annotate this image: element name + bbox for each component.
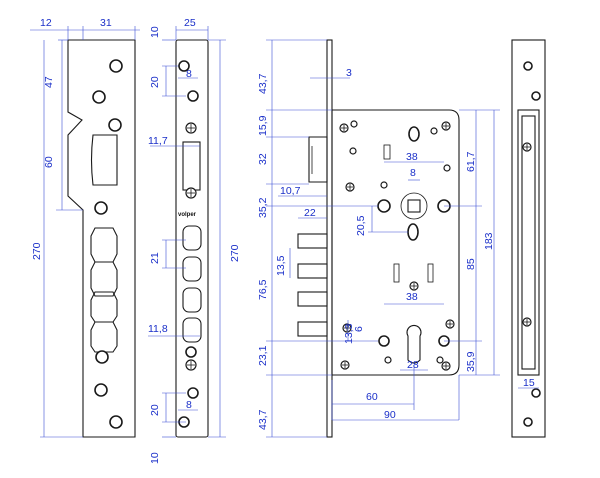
dead-bolt (297, 321, 328, 337)
face-screw-hole (187, 387, 199, 399)
hub-hole (377, 199, 391, 213)
cylinder-cutout (406, 324, 422, 364)
body-dim-cyl-gap: 6 (353, 326, 365, 332)
strike-screw-hole (95, 350, 109, 364)
dead-bolt (297, 263, 328, 279)
body-dim-backset: 60 (366, 391, 378, 403)
strike-screw-hole (108, 118, 122, 132)
body-dim-latch-h: 32 (257, 153, 269, 165)
side-plate: 15 (511, 39, 546, 438)
face-dim-total-height: 270 (229, 244, 241, 262)
body-dim-right-mid: 85 (465, 258, 477, 270)
body-dim-handle-y: 35,2 (257, 197, 269, 218)
strike-screw-hole (109, 415, 123, 429)
face-dim-top-margin: 10 (149, 26, 161, 38)
body-dim-latch-offset: 10,7 (280, 185, 301, 197)
follower-square (407, 199, 421, 213)
body-dim-latch-top: 15,9 (257, 115, 269, 136)
body-dim-handle-sq: 8 (410, 167, 416, 179)
body-dim-cyl-x: 13,3 (343, 323, 355, 344)
strike-bolt-opening (90, 321, 118, 353)
body-dim-cyl-pitch: 38 (406, 291, 418, 303)
face-dim-width: 25 (184, 17, 196, 29)
face-screw-hole (187, 90, 199, 102)
face-screw-hole (185, 346, 197, 358)
body-dim-bolt-w: 22 (304, 207, 316, 219)
face-bolt-opening (182, 287, 202, 313)
strike-bolt-opening (90, 227, 118, 263)
face-screw-hole (178, 60, 190, 72)
strike-dim-total-height: 270 (31, 242, 43, 260)
body-dim-bolt-span: 76,5 (257, 279, 269, 300)
dead-bolt (297, 291, 328, 307)
latch-bolt (308, 136, 328, 183)
side-dim-width: 15 (523, 377, 535, 389)
strike-screw-hole (94, 383, 108, 397)
body-dim-cyl-w: 28 (407, 359, 419, 371)
face-latch-slot (182, 141, 201, 191)
body-dim-right-bottom: 35,9 (465, 351, 477, 372)
strike-screw-hole (94, 201, 108, 215)
body-dim-bolt-group: 13,5 (275, 255, 287, 276)
strike-screw-hole (109, 59, 123, 73)
face-dim-latch-w: 11,7 (148, 135, 168, 147)
face-dim-bolt-pitch: 21 (149, 252, 161, 264)
face-bolt-opening (182, 225, 202, 251)
face-dim-top-hole: 20 (149, 76, 161, 88)
body-dim-depth: 90 (384, 409, 396, 421)
strike-dim-left-upper: 47 (43, 76, 55, 88)
body-dim-right-top: 61,7 (465, 151, 477, 172)
face-dim-lower-w: 11,8 (148, 323, 168, 335)
strike-dim-top-left: 12 (40, 17, 52, 29)
strike-dim-top-right: 31 (100, 17, 112, 29)
body-dim-handle-hole: 38 (406, 151, 418, 163)
strike-bolt-opening (90, 261, 118, 297)
body-dim-top: 43,7 (257, 73, 269, 94)
face-dim-bottom-margin: 10 (149, 452, 161, 464)
body-dim-bottom-margin: 43,7 (257, 409, 269, 430)
dead-bolt (297, 233, 328, 249)
face-dim-bottom-hole: 20 (149, 404, 161, 416)
body-dim-right-total: 183 (483, 232, 495, 250)
face-dim-bottom-hole-dx: 8 (186, 399, 192, 411)
face-dim-top-hole-dx: 8 (186, 68, 192, 80)
strike-plate: 12 31 47 60 270 (30, 17, 140, 438)
lock-body: 3 43,7 15,9 32 35,2 10,7 22 13,5 76,5 13… (257, 39, 500, 438)
face-bolt-opening (182, 256, 202, 282)
strike-dim-left-cut: 60 (43, 156, 55, 168)
face-bolt-opening (182, 317, 202, 343)
faceplate: 25 10 20 8 11,7 volper 21 11,8 (148, 17, 241, 464)
strike-latch-opening (90, 134, 118, 186)
body-dim-thickness: 3 (346, 67, 352, 79)
body-dim-handle-off: 20,5 (355, 215, 367, 236)
body-dim-bottom: 23,1 (257, 345, 269, 366)
strike-screw-hole (92, 90, 106, 104)
brand-label: volper (178, 212, 197, 218)
